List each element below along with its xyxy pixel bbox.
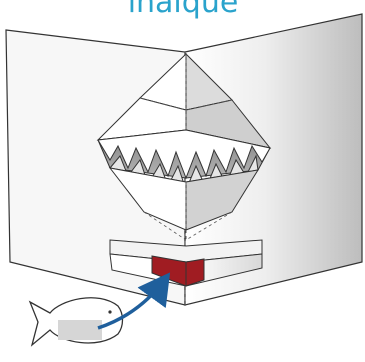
curved-arrow-icon: [97, 272, 171, 330]
popup-slab: [109, 239, 263, 287]
popup-head-lower: [108, 167, 260, 241]
popup-head-upper: [96, 52, 272, 149]
page-title: inalque: [128, 0, 239, 20]
fish-label: [58, 320, 102, 340]
fish-icon: [28, 297, 124, 347]
